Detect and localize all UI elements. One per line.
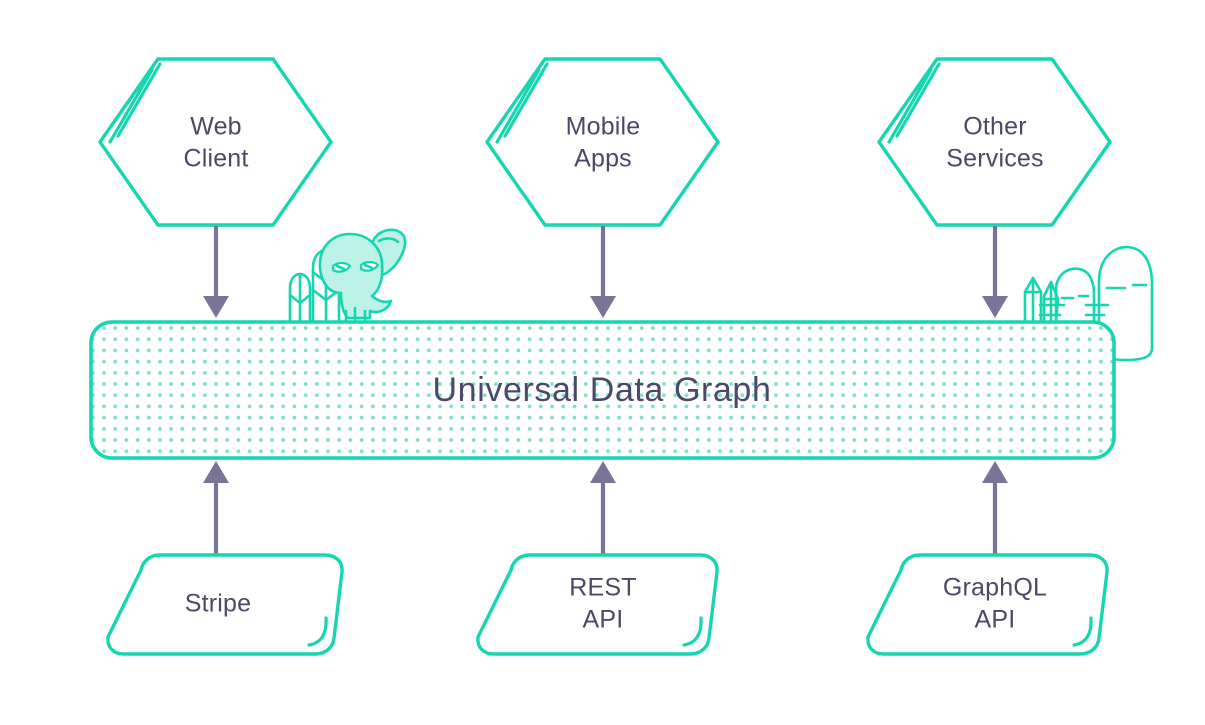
client-node-mobile-apps[interactable]: Mobile Apps bbox=[485, 57, 720, 227]
client-label-line1: Other bbox=[963, 113, 1027, 141]
connection-arrow-mobile-apps-to-hub bbox=[590, 226, 616, 318]
client-label-line2: Apps bbox=[574, 145, 632, 173]
client-node-other-services[interactable]: Other Services bbox=[877, 57, 1112, 227]
connection-arrow-rest-api-to-hub bbox=[590, 461, 616, 561]
source-node-stripe[interactable]: Stripe bbox=[106, 553, 344, 656]
crystals-decoration bbox=[1023, 276, 1060, 323]
source-label-line1: GraphQL bbox=[943, 574, 1047, 602]
client-label-line2: Services bbox=[946, 145, 1043, 173]
source-label-line2: API bbox=[975, 606, 1016, 634]
client-label-line1: Mobile bbox=[566, 113, 641, 141]
source-node-rest-api[interactable]: REST API bbox=[476, 553, 719, 656]
source-node-graphql-api[interactable]: GraphQL API bbox=[866, 553, 1109, 656]
mascot-creature-decoration bbox=[318, 228, 407, 323]
client-label-line2: Client bbox=[183, 145, 248, 173]
source-label-line1: Stripe bbox=[185, 590, 252, 618]
client-label-line1: Web bbox=[190, 113, 242, 141]
client-node-web-client[interactable]: Web Client bbox=[98, 57, 333, 227]
connection-arrow-other-services-to-hub bbox=[982, 226, 1008, 318]
connection-arrow-graphql-api-to-hub bbox=[982, 461, 1008, 561]
hub-universal-data-graph[interactable]: Universal Data Graph bbox=[89, 320, 1116, 460]
hub-label: Universal Data Graph bbox=[433, 371, 772, 409]
source-label-line2: API bbox=[583, 606, 624, 634]
connection-arrow-web-client-to-hub bbox=[203, 226, 229, 318]
connection-arrow-stripe-to-hub bbox=[203, 461, 229, 561]
source-label-line1: REST bbox=[569, 574, 636, 602]
